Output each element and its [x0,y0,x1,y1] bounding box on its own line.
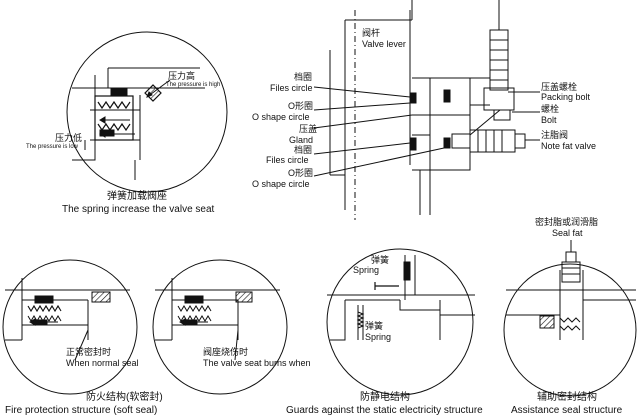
o-shape-1-en: O shape circle [252,112,310,122]
normal-seal-label-cn: 正常密封时 [66,347,112,357]
assistance-seal-caption-en: Assistance seal structure [511,405,623,416]
pressure-high-label-en: The pressure is high [166,82,221,88]
burnt-seat-label-cn: 阀座烧伤时 [203,347,249,357]
pressure-low-label-en: The pressure is low [26,144,79,150]
gland-label-en: Gland [289,135,314,145]
files-circle-2-en: Files circle [266,155,309,165]
files-circle-1-cn: 档圈 [294,72,313,82]
o-shape-2-en: O shape circle [252,179,310,189]
spring-loaded-seat-drawing [66,31,228,193]
assistance-seal-caption-cn: 辅助密封结构 [537,392,597,403]
note-fat-valve-label-cn: 注脂阀 [541,130,569,140]
spring-seat-caption-cn: 弹簧加载阀座 [107,191,167,202]
bolt-label-en: Bolt [541,115,557,125]
files-circle-2-cn: 档圈 [294,145,313,155]
note-fat-valve-label-en: Note fat valve [541,141,597,151]
antistatic-caption-cn: 防静电结构 [360,392,410,403]
packing-bolt-label-en: Packing bolt [541,92,591,102]
burnt-seat-label-en: The valve seat burns when [203,358,311,368]
fire-protection-caption-en: Fire protection structure (soft seal) [5,405,158,416]
gland-label-cn: 压盖 [299,124,318,134]
valve-lever-label-cn: 阀杆 [362,28,381,38]
o-shape-2-cn: O形圈 [288,168,314,178]
normal-seal-drawing [2,259,138,395]
spring-bottom-label-cn: 弹簧 [365,321,384,331]
assistance-seal-drawing [503,240,637,397]
spring-seat-caption-en: The spring increase the valve seat [62,204,215,215]
packing-bolt-label-cn: 压盖螺栓 [541,82,578,92]
bolt-label-cn: 螺栓 [541,104,560,114]
antistatic-caption-en: Guards against the static electricity st… [286,405,483,416]
spring-top-label-cn: 弹簧 [371,255,390,265]
o-shape-1-cn: O形圈 [288,101,314,111]
spring-top-label-en: Spring [353,265,380,275]
seal-fat-label-en: Seal fat [552,228,583,238]
fire-protection-caption-cn: 防火结构(软密封) [86,392,163,403]
pressure-high-label-cn: 压力高 [168,71,196,81]
burnt-seat-drawing [152,259,288,395]
antistatic-drawing [326,248,475,396]
spring-bottom-label-en: Spring [365,332,392,342]
stem-seal-section-drawing [313,0,540,220]
valve-lever-label-en: Valve lever [362,39,406,49]
files-circle-1-en: Files circle [270,83,313,93]
normal-seal-label-en: When normal seal [66,358,139,368]
pressure-low-label-cn: 压力低 [55,133,83,143]
seal-fat-label-cn: 密封脂或润滑脂 [535,217,599,227]
